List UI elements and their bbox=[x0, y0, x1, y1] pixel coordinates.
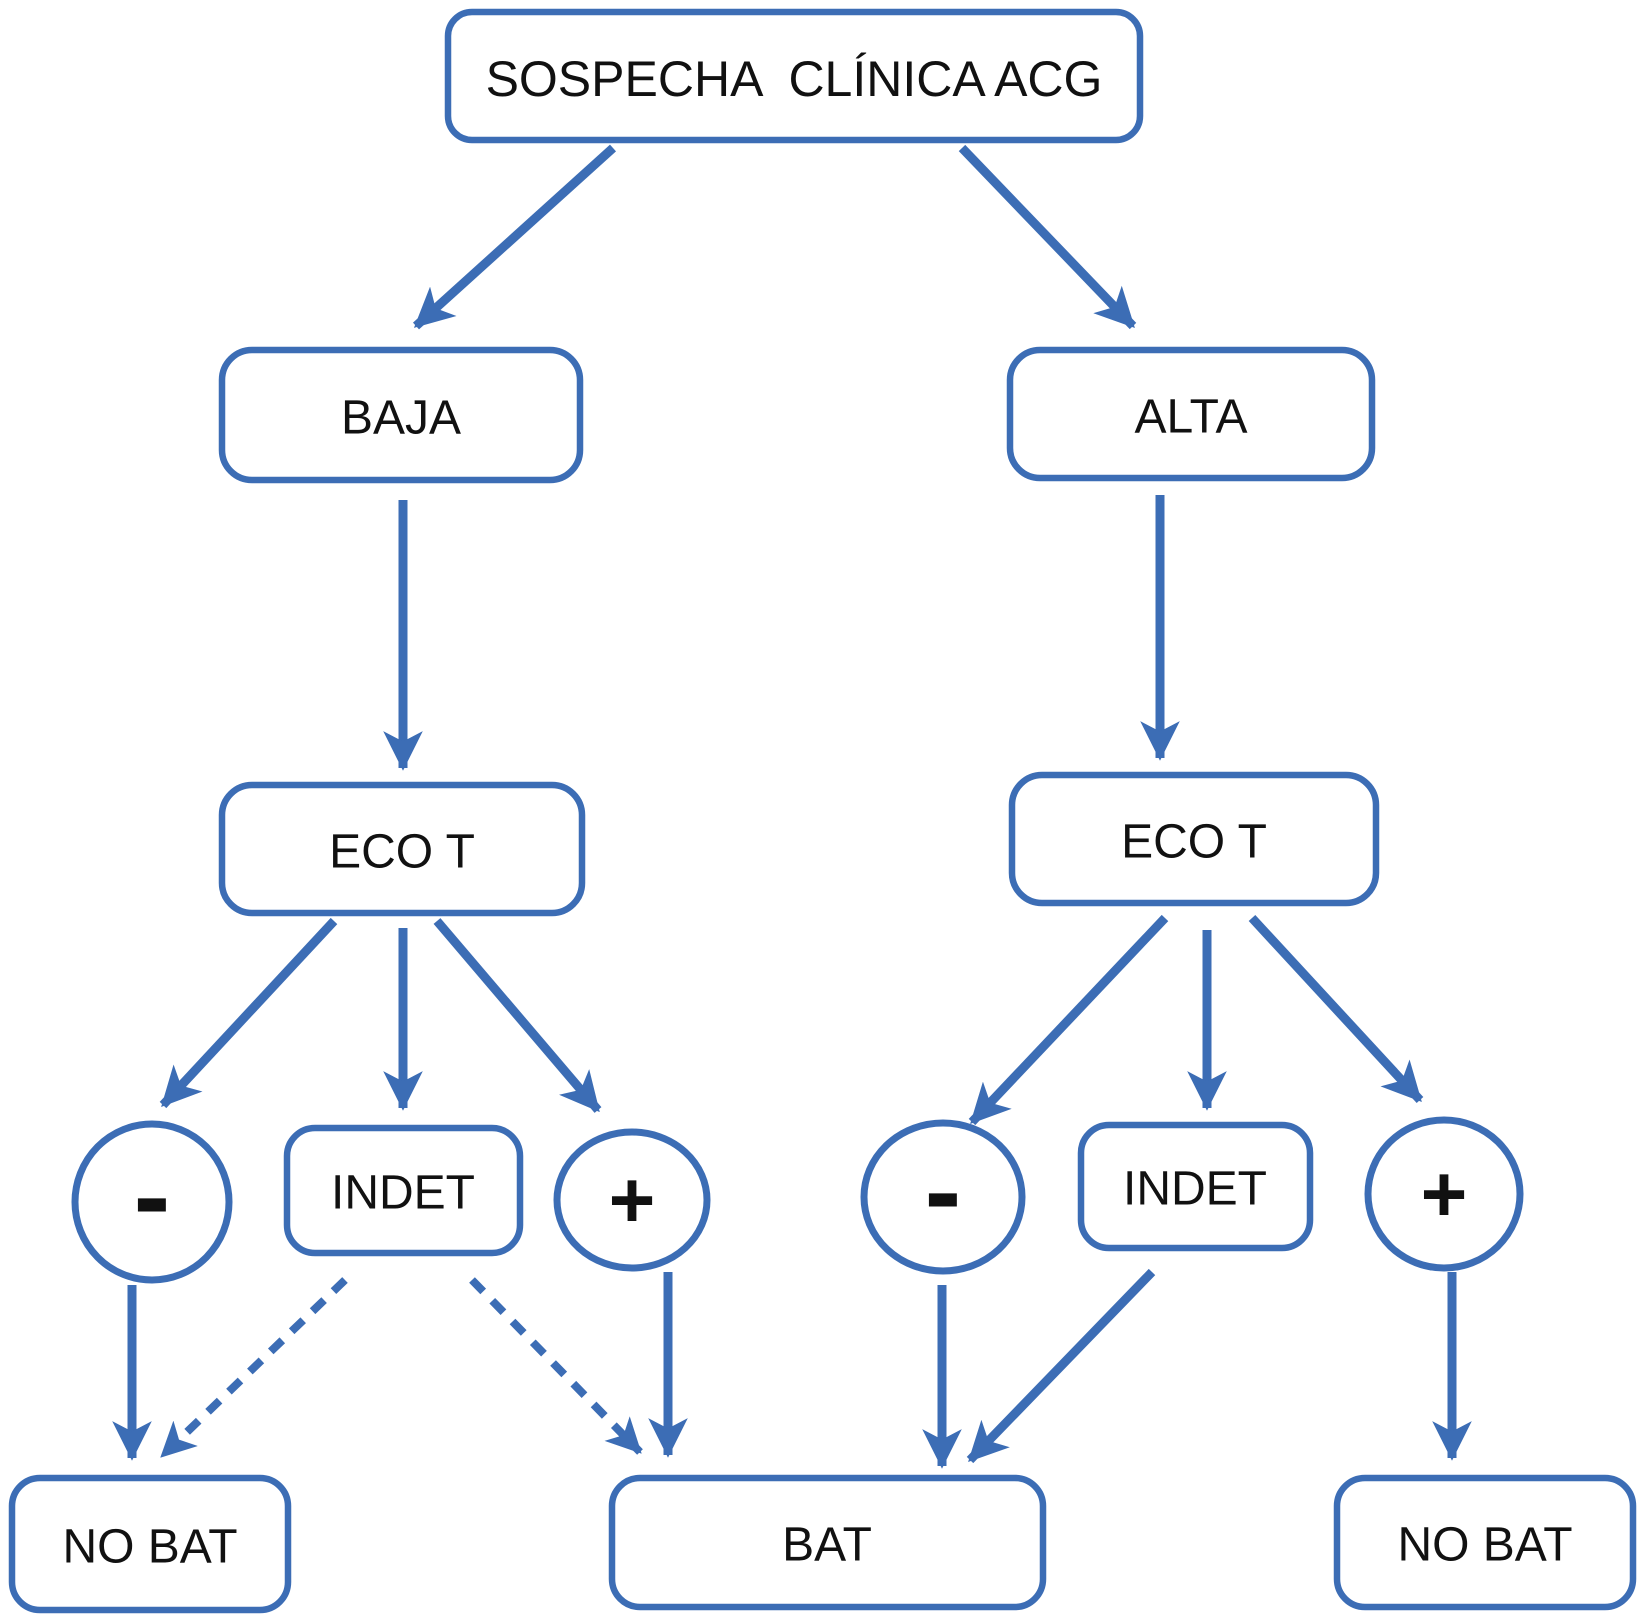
node-indet-right-box bbox=[1077, 1121, 1314, 1252]
edge-indet-left-to-bat bbox=[469, 1277, 643, 1455]
node-eco-right-box bbox=[1008, 771, 1380, 907]
node-neg-right-circle bbox=[860, 1119, 1026, 1275]
node-no-bat-left-box bbox=[8, 1474, 292, 1614]
node-neg-left-label: - bbox=[134, 1135, 171, 1258]
edge-eco-right-to-neg bbox=[968, 914, 1169, 1126]
node-alta-label: ALTA bbox=[1135, 391, 1248, 444]
node-no-bat-right-label: NO BAT bbox=[1397, 1519, 1572, 1572]
node-indet-left-label: INDET bbox=[331, 1167, 475, 1220]
node-baja-box bbox=[218, 346, 584, 484]
edge-eco-right-to-pos bbox=[1248, 914, 1424, 1104]
node-eco-left-label: ECO T bbox=[329, 826, 475, 879]
edge-root-to-alta bbox=[958, 144, 1137, 330]
edge-indet-right-to-bat bbox=[966, 1268, 1156, 1464]
edge-eco-left-to-neg bbox=[159, 917, 338, 1109]
node-bat-box bbox=[608, 1474, 1047, 1611]
edge-indet-left-to-no-bat bbox=[159, 1277, 348, 1459]
node-neg-left-circle bbox=[71, 1120, 233, 1284]
node-no-bat-left-label: NO BAT bbox=[62, 1521, 237, 1574]
node-root-box bbox=[444, 8, 1144, 144]
edges bbox=[112, 144, 1472, 1469]
node-pos-left-circle bbox=[553, 1128, 711, 1272]
node-pos-right-label: + bbox=[1421, 1150, 1468, 1239]
edge-root-to-baja bbox=[412, 144, 617, 330]
node-pos-right-circle bbox=[1364, 1116, 1524, 1272]
node-neg-right-label: - bbox=[925, 1130, 962, 1253]
nodes: SOSPECHA CLÍNICA ACG BAJA ALTA ECO T ECO… bbox=[8, 8, 1637, 1614]
node-eco-left-box bbox=[218, 781, 586, 917]
node-alta-box bbox=[1006, 346, 1376, 482]
node-pos-left-label: + bbox=[609, 1156, 656, 1245]
node-no-bat-right-box bbox=[1333, 1474, 1637, 1611]
node-root-label: SOSPECHA CLÍNICA ACG bbox=[486, 51, 1103, 107]
node-indet-left-box bbox=[283, 1124, 524, 1257]
node-eco-right-label: ECO T bbox=[1121, 816, 1267, 869]
node-bat-label: BAT bbox=[782, 1519, 872, 1572]
node-indet-right-label: INDET bbox=[1123, 1163, 1267, 1216]
edge-eco-left-to-pos bbox=[433, 918, 602, 1113]
node-baja-label: BAJA bbox=[341, 392, 461, 445]
